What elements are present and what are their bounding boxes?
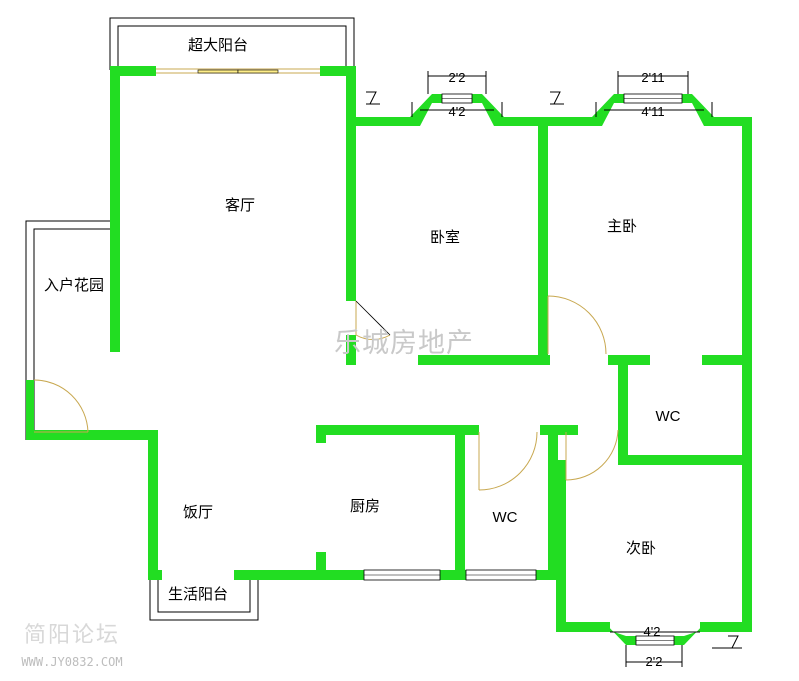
dim-second-outer: 4'2	[644, 624, 661, 639]
label-wc-lower: WC	[493, 509, 518, 526]
label-kitchen: 厨房	[350, 497, 380, 515]
service-balcony-outline	[149, 578, 259, 621]
label-second-bedroom: 次卧	[626, 539, 656, 557]
sliding-door	[155, 68, 320, 74]
label-master: 主卧	[607, 217, 637, 235]
watermark-center: 乐城房地产	[334, 328, 474, 359]
dim-master-inner: 2'11	[641, 70, 664, 85]
balcony-outline	[109, 17, 355, 70]
dim-master-outer: 4'11	[641, 104, 664, 119]
label-living: 客厅	[225, 196, 255, 214]
label-wc-upper: WC	[656, 408, 681, 425]
label-balcony-big: 超大阳台	[188, 36, 248, 54]
walls	[26, 66, 752, 632]
bay-window-second: 4'2 2'2	[604, 622, 706, 669]
dim-bedroom-outer: 4'2	[449, 104, 466, 119]
watermark-url: WWW.JY0832.COM	[21, 655, 122, 669]
label-dining: 饭厅	[183, 503, 213, 521]
windows	[363, 569, 537, 581]
bay-window-bedroom: 2'2 4'2	[410, 70, 504, 126]
watermark-forum: 简阳论坛	[24, 623, 120, 648]
section-marks	[366, 91, 742, 649]
label-bedroom: 卧室	[430, 228, 460, 246]
label-entry-garden: 入户花园	[44, 276, 104, 294]
entry-garden-outline	[25, 220, 110, 440]
dim-second-inner: 2'2	[646, 654, 663, 669]
label-service-balcony: 生活阳台	[168, 585, 228, 603]
doors	[33, 295, 619, 491]
bay-window-master: 2'11 4'11	[592, 70, 714, 126]
dim-bedroom-inner: 2'2	[449, 70, 466, 85]
